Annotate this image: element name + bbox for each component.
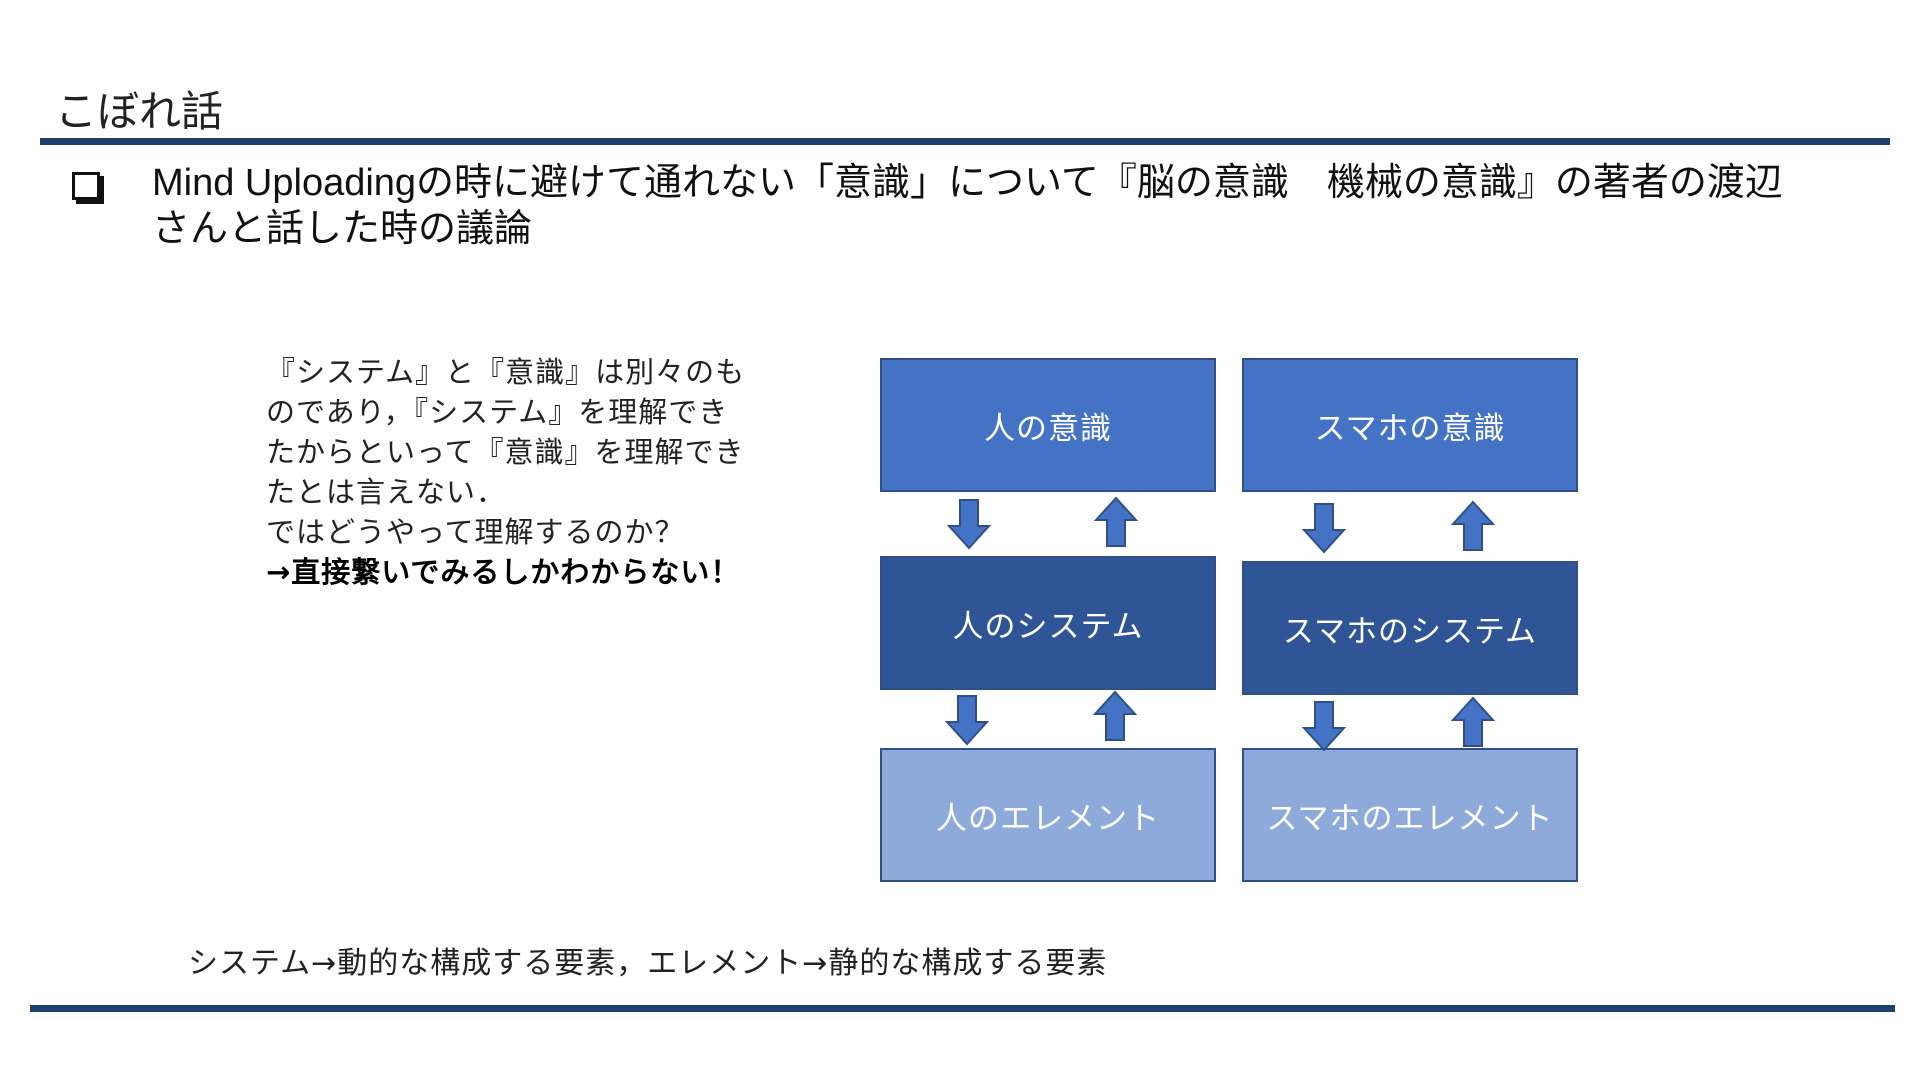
phone-element-box: スマホのエレメント bbox=[1242, 748, 1578, 882]
description-line: たとは言えない． bbox=[266, 475, 507, 509]
human-system-box: 人のシステム bbox=[880, 556, 1216, 690]
conclusion-line: →直接繋いでみるしかわからない！ bbox=[266, 555, 741, 589]
bullet-line-1: Mind Uploadingの時に避けて通れない「意識」について『脳の意識 機械… bbox=[152, 162, 1783, 204]
bottom-divider bbox=[30, 1005, 1895, 1012]
human-up-arrow-icon bbox=[1094, 496, 1138, 547]
phone-system-box: スマホのシステム bbox=[1242, 561, 1578, 695]
phone-up-arrow-icon bbox=[1451, 500, 1495, 551]
description-line: のであり，『システム』を理解でき bbox=[266, 395, 729, 429]
bullet-text: Mind Uploadingの時に避けて通れない「意識」について『脳の意識 機械… bbox=[152, 160, 1882, 252]
bullet-line-2: さんと話した時の議論 bbox=[152, 208, 533, 250]
description-line: たからといって『意識』を理解でき bbox=[266, 435, 745, 469]
human-down-arrow-icon bbox=[945, 695, 989, 746]
phone-down-arrow-icon bbox=[1302, 701, 1346, 752]
description-line: 『システム』と『意識』は別々のも bbox=[266, 355, 746, 389]
description-line: ではどうやって理解するのか？ bbox=[266, 515, 685, 549]
human-down-arrow-icon bbox=[947, 499, 991, 550]
slide-title: こぼれ話 bbox=[55, 87, 224, 136]
phone-down-arrow-icon bbox=[1302, 503, 1346, 554]
phone-up-arrow-icon bbox=[1451, 696, 1495, 747]
human-up-arrow-icon bbox=[1093, 690, 1137, 741]
human-consciousness-box: 人の意識 bbox=[880, 358, 1216, 492]
title-divider bbox=[40, 138, 1890, 145]
checkbox-bullet-icon bbox=[72, 172, 100, 200]
human-element-box: 人のエレメント bbox=[880, 748, 1216, 882]
description: 『システム』と『意識』は別々のも のであり，『システム』を理解でき たからといっ… bbox=[266, 352, 806, 592]
phone-consciousness-box: スマホの意識 bbox=[1242, 358, 1578, 492]
footnote: システム→動的な構成する要素，エレメント→静的な構成する要素 bbox=[188, 946, 1108, 981]
